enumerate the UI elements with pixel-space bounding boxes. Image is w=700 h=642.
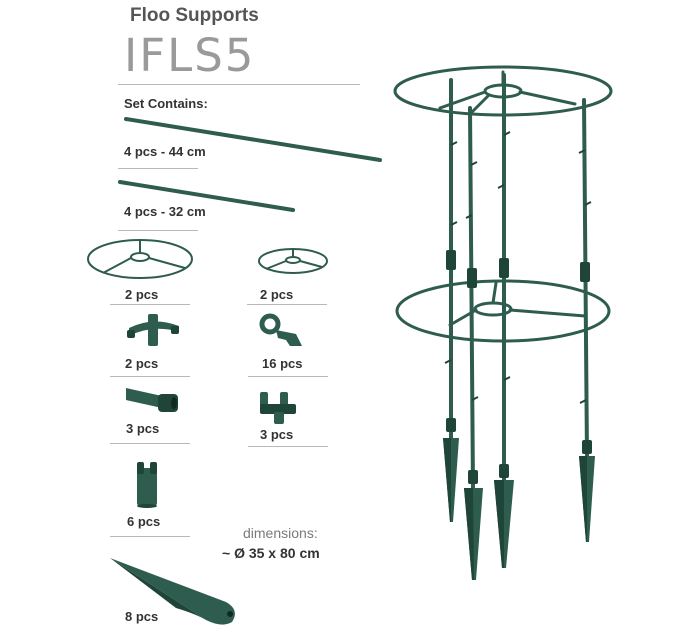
model-number: IFLS5 xyxy=(124,29,256,82)
ground-spike-icon xyxy=(110,558,235,625)
large-ring-icon xyxy=(87,239,193,279)
dimensions-label: dimensions: xyxy=(243,525,318,541)
part-qty-large-ring: 2 pcs xyxy=(125,287,159,302)
divider xyxy=(248,376,328,377)
divider xyxy=(110,536,190,537)
ring-hub-icon xyxy=(127,314,179,346)
part-qty-rod-connector: 3 pcs xyxy=(126,421,160,436)
part-qty-clip: 16 pcs xyxy=(262,356,303,371)
divider xyxy=(110,304,190,305)
part-qty-small-ring: 2 pcs xyxy=(260,287,294,302)
dimensions-value: ~ Ø 35 x 80 cm xyxy=(222,545,320,561)
ring-connector-icon xyxy=(260,392,296,424)
small-ring-icon xyxy=(258,248,328,274)
divider xyxy=(110,376,190,377)
divider xyxy=(118,168,198,169)
divider xyxy=(118,84,360,85)
set-contains-heading: Set Contains: xyxy=(124,96,208,111)
divider xyxy=(118,230,198,231)
part-qty-ring-hub: 2 pcs xyxy=(125,356,159,371)
part-qty-long-rod: 4 pcs - 44 cm xyxy=(124,144,206,159)
brand-title: Floo Supports xyxy=(130,5,259,26)
divider xyxy=(248,446,328,447)
joint-sleeve-icon xyxy=(137,462,157,508)
part-qty-ground-spike: 8 pcs xyxy=(125,609,159,624)
divider xyxy=(110,443,190,444)
divider xyxy=(247,304,327,305)
clip-icon xyxy=(259,313,302,346)
part-qty-short-rod: 4 pcs - 32 cm xyxy=(124,204,206,219)
part-qty-ring-connector: 3 pcs xyxy=(260,427,294,442)
part-qty-joint-sleeve: 6 pcs xyxy=(127,514,161,529)
rod-connector-icon xyxy=(126,388,178,412)
